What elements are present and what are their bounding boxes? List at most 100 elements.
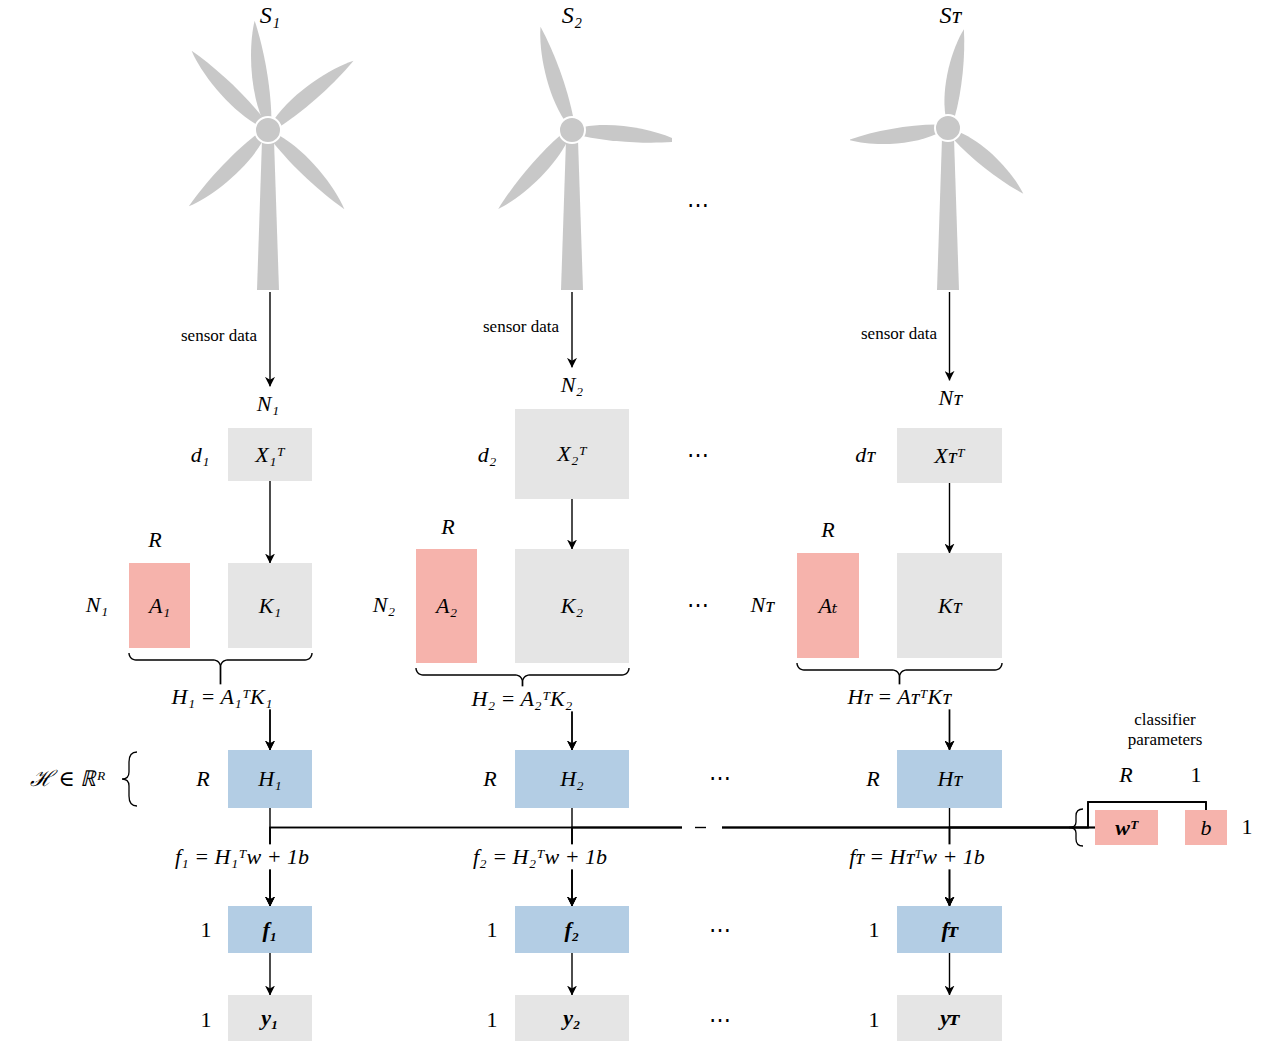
dimension-label: 1 bbox=[869, 917, 880, 942]
data-matrix: X₁ᵀ bbox=[228, 428, 312, 481]
edge-label: sensor data bbox=[858, 324, 940, 344]
dimension-label: 1 bbox=[487, 917, 498, 942]
score-vector: f₂ bbox=[515, 906, 629, 953]
edge-label: sensor data bbox=[480, 317, 562, 337]
curly-brace bbox=[122, 752, 137, 806]
node-label: A₂ bbox=[436, 593, 457, 618]
label-vector: yᴛ bbox=[897, 995, 1002, 1041]
turbine-tower bbox=[257, 140, 279, 290]
connector bbox=[270, 828, 1095, 907]
connector bbox=[571, 499, 572, 549]
connector bbox=[269, 481, 270, 563]
node-label: y₁ bbox=[261, 1005, 278, 1030]
dimension-label: R bbox=[866, 766, 879, 791]
turbine-blade bbox=[185, 133, 266, 214]
node-label: yᴛ bbox=[940, 1005, 958, 1030]
node-label: Sᴛ bbox=[939, 2, 960, 30]
turbine-illustration bbox=[170, 0, 370, 292]
dimension-label: 1 bbox=[1242, 814, 1253, 839]
score-vector: f₁ bbox=[228, 906, 312, 953]
dimension-label: 1 bbox=[869, 1007, 880, 1032]
connector bbox=[949, 953, 950, 995]
connector bbox=[572, 828, 1095, 907]
dimension-label: N₁ bbox=[257, 391, 279, 416]
turbine-illustration bbox=[850, 0, 1050, 292]
node-label: K₂ bbox=[561, 593, 583, 618]
node-label: y₂ bbox=[563, 1005, 580, 1030]
node-label: A₁ bbox=[149, 593, 170, 618]
turbine-blade bbox=[271, 53, 357, 129]
line-break-dash bbox=[695, 827, 706, 828]
node-label: X₁ᵀ bbox=[255, 442, 285, 467]
parameter-matrix: A₁ bbox=[129, 563, 190, 648]
label-vector: y₁ bbox=[228, 995, 312, 1041]
connector bbox=[949, 292, 950, 380]
dimension-label: R bbox=[196, 766, 209, 791]
feature-matrix: Hᴛ bbox=[897, 750, 1002, 808]
dimension-label: 1 bbox=[201, 1007, 212, 1032]
node-label: f₁ bbox=[263, 917, 278, 942]
connector bbox=[270, 802, 1206, 906]
node-label: X₂ᵀ bbox=[557, 441, 587, 466]
dimension-label: R bbox=[441, 514, 454, 539]
edge-label: Hᴛ = AᴛᵀKᴛ bbox=[844, 684, 953, 709]
weight-vector: wᵀ bbox=[1095, 810, 1158, 845]
turbine-blade bbox=[271, 132, 352, 213]
node-label: S₂ bbox=[562, 2, 582, 30]
node-label: Hᴛ bbox=[937, 766, 961, 791]
dimension-label: N₁ bbox=[86, 592, 108, 617]
dimension-label: d₂ bbox=[478, 442, 497, 467]
feature-matrix: H₁ bbox=[228, 750, 312, 808]
connector bbox=[949, 483, 950, 553]
dimension-label: 1 bbox=[201, 917, 212, 942]
kernel-matrix: K₁ bbox=[228, 563, 312, 648]
turbine-illustration bbox=[472, 0, 672, 292]
node-label: wᵀ bbox=[1115, 815, 1138, 840]
node-label: Aₜ bbox=[819, 593, 838, 618]
turbine-blade bbox=[494, 133, 570, 216]
parameter-matrix: Aₜ bbox=[797, 553, 859, 658]
turbine-blade bbox=[952, 129, 1030, 198]
turbine-hub bbox=[255, 117, 281, 143]
line-break bbox=[682, 825, 722, 831]
ellipsis: ⋯ bbox=[709, 765, 731, 790]
edge-label: f₂ = H₂ᵀw + 1b bbox=[470, 844, 610, 869]
node-label: f₂ bbox=[565, 917, 580, 942]
wind-turbine: S₁ bbox=[170, 0, 370, 292]
data-matrix: X₂ᵀ bbox=[515, 409, 629, 499]
connector bbox=[571, 953, 572, 995]
dimension-label: 1 bbox=[487, 1007, 498, 1032]
dimension-label: dᴛ bbox=[855, 442, 874, 467]
edge-label: H₂ = A₂ᵀK₂ bbox=[469, 686, 576, 711]
turbine-blade bbox=[941, 28, 969, 118]
parameter-matrix: A₂ bbox=[416, 549, 477, 663]
node-label: b bbox=[1201, 815, 1212, 840]
bias-box: b bbox=[1185, 810, 1227, 845]
turbine-blade bbox=[244, 20, 273, 120]
node-label: H₁ bbox=[258, 766, 282, 791]
kernel-matrix: Kᴛ bbox=[897, 553, 1002, 658]
dimension-label: R bbox=[148, 527, 161, 552]
edge-label: H₁ = A₁ᵀK₁ bbox=[169, 684, 276, 709]
section-note: classifier parameters bbox=[1105, 710, 1225, 749]
node-label: H₂ bbox=[560, 766, 584, 791]
node-label: Kᴛ bbox=[938, 593, 961, 618]
ellipsis: ⋯ bbox=[687, 592, 709, 617]
dimension-label: d₁ bbox=[191, 442, 210, 467]
turbine-tower bbox=[937, 138, 959, 290]
dimension-label: 1 bbox=[1191, 762, 1202, 787]
connector bbox=[950, 802, 1207, 906]
space-label: ℋ ∈ ℝᴿ bbox=[30, 766, 106, 791]
wind-turbine: S₂ bbox=[472, 0, 672, 292]
edge-label: f₁ = H₁ᵀw + 1b bbox=[172, 844, 312, 869]
node-label: fᴛ bbox=[942, 917, 958, 942]
turbine-hub bbox=[559, 117, 585, 143]
dimension-label: R bbox=[1119, 762, 1132, 787]
node-label: K₁ bbox=[259, 593, 281, 618]
turbine-blade bbox=[582, 123, 672, 147]
connector bbox=[572, 802, 1206, 906]
connector bbox=[269, 953, 270, 995]
data-matrix: Xᴛᵀ bbox=[897, 428, 1002, 483]
edge-label: sensor data bbox=[178, 326, 260, 346]
